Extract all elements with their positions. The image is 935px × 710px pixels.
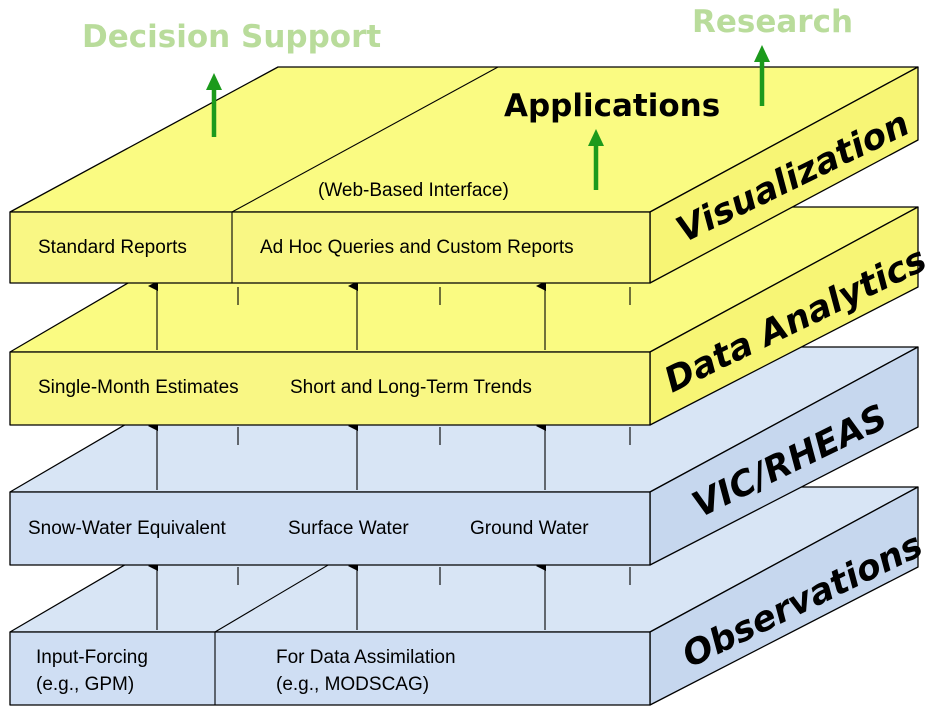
data-analytics-cell-trends: Short and Long-Term Trends bbox=[290, 377, 532, 398]
data-analytics-front-face bbox=[9, 351, 651, 426]
vic-rheas-cell-surface-water: Surface Water bbox=[288, 518, 409, 539]
observations-cell-data-assimilation-line2: (e.g., MODSCAG) bbox=[276, 674, 429, 695]
green-up-arrow bbox=[754, 45, 770, 106]
data-analytics-cell-single-month: Single-Month Estimates bbox=[38, 377, 239, 398]
observations-cell-input-forcing-line1: Input-Forcing bbox=[36, 647, 148, 668]
connectors-analytics-to-visualization bbox=[148, 281, 631, 350]
green-up-arrow bbox=[206, 73, 222, 137]
vic-rheas-front-face bbox=[9, 491, 651, 566]
visualization-top-divider bbox=[231, 66, 499, 213]
decision-support-label: Decision Support bbox=[82, 19, 381, 55]
research-label: Research bbox=[692, 4, 853, 40]
connectors-observations-to-vic bbox=[148, 561, 631, 630]
vic-rheas-cell-snow-water: Snow-Water Equivalent bbox=[28, 518, 227, 539]
visualization-top-note: (Web-Based Interface) bbox=[318, 180, 509, 201]
observations-cell-input-forcing-line2: (e.g., GPM) bbox=[36, 674, 134, 695]
visualization-front-face bbox=[9, 211, 651, 284]
visualization-top-title: Applications bbox=[504, 88, 720, 124]
visualization-cell-ad-hoc: Ad Hoc Queries and Custom Reports bbox=[260, 237, 574, 258]
visualization-layer: Standard Reports Ad Hoc Queries and Cust… bbox=[9, 66, 919, 284]
observations-front-face bbox=[9, 631, 651, 706]
vic-rheas-cell-ground-water: Ground Water bbox=[470, 518, 589, 539]
observations-cell-data-assimilation-line1: For Data Assimilation bbox=[276, 647, 456, 668]
outcomes: Decision Support Research bbox=[82, 4, 853, 190]
green-up-arrow bbox=[588, 129, 604, 190]
connectors-vic-to-analytics bbox=[148, 421, 631, 490]
visualization-cell-standard-reports: Standard Reports bbox=[38, 237, 187, 258]
